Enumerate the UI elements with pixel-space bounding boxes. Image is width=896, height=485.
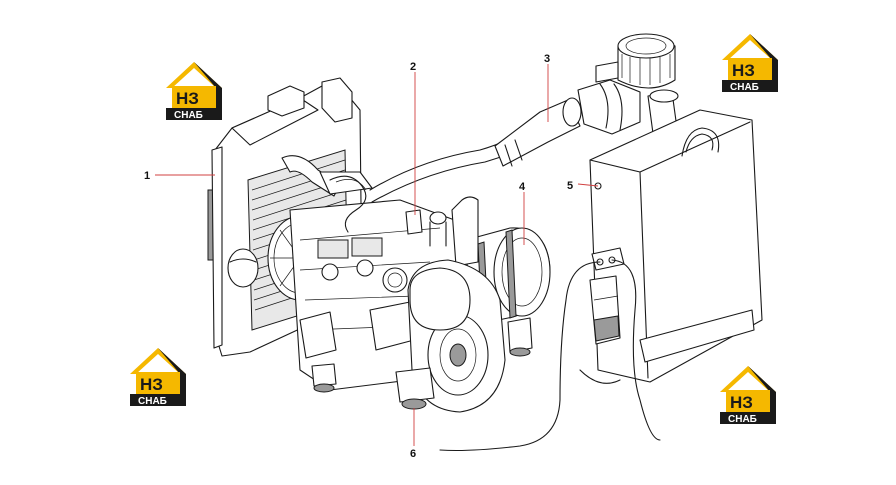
callout-2: 2 (410, 61, 416, 73)
watermark-logo-top-right: НЗ СНАБ (722, 34, 778, 93)
callout-3: 3 (544, 53, 550, 65)
fuel-filter-drawing (439, 247, 661, 452)
logo-mark: НЗ (732, 61, 755, 80)
logo-caption: СНАБ (138, 396, 167, 407)
callout-4: 4 (519, 181, 526, 193)
fuel-tank-drawing (589, 109, 763, 383)
logo-caption: СНАБ (730, 82, 759, 93)
intake-pipe-drawing (369, 79, 641, 203)
watermark-logo-top-left: НЗ СНАБ (166, 62, 222, 121)
callout-5: 5 (567, 180, 573, 192)
logo-mark: НЗ (140, 375, 163, 394)
engine-block-drawing (289, 175, 533, 393)
watermark-logo-bottom-right: НЗ СНАБ (720, 366, 776, 425)
logo-mark: НЗ (730, 393, 753, 412)
logo-mark: НЗ (176, 89, 199, 108)
watermark-logo-bottom-left: НЗ СНАБ (130, 348, 186, 407)
callout-1: 1 (144, 170, 150, 182)
leader-5 (577, 183, 599, 187)
callout-6: 6 (410, 448, 416, 460)
callout-labels: 1 2 3 4 5 6 (144, 53, 573, 460)
logo-caption: СНАБ (174, 110, 203, 121)
callout-leaders (155, 64, 599, 446)
flywheel-housing-drawing (395, 259, 506, 413)
logo-caption: СНАБ (728, 414, 757, 425)
